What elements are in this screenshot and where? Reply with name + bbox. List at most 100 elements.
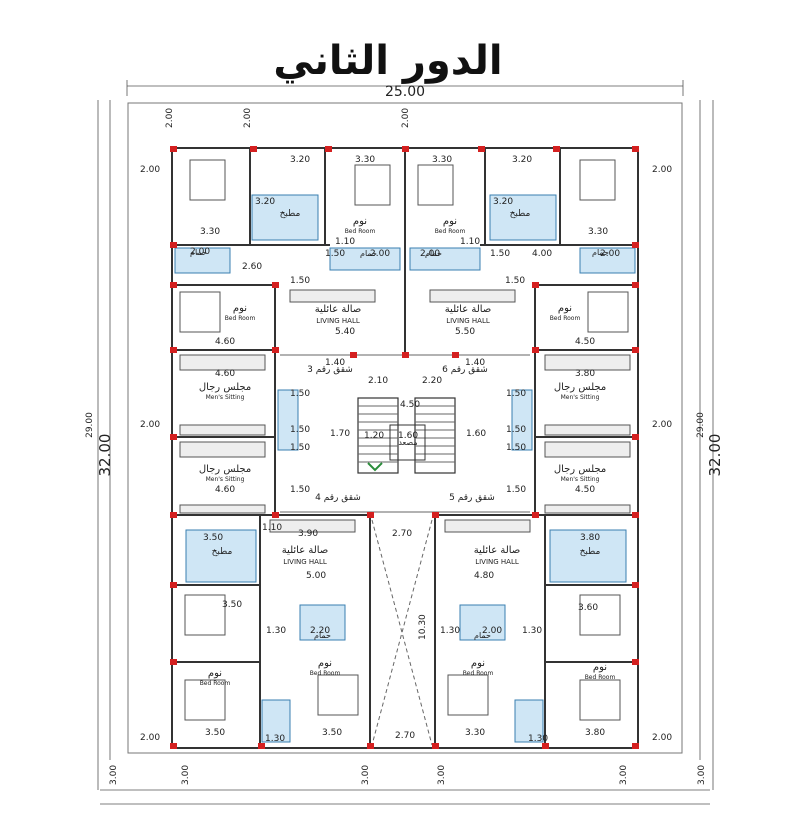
majlis-label: مجلس رجال [199, 382, 251, 393]
svg-text:1.10: 1.10 [460, 237, 480, 247]
svg-text:1.50: 1.50 [290, 485, 310, 495]
room-labels: نوم Bed Room نوم Bed Room نوم Bed Room ن… [190, 209, 615, 687]
svg-text:Men's Sitting: Men's Sitting [206, 394, 245, 401]
svg-text:1.10: 1.10 [335, 237, 355, 247]
plot-boundary [127, 102, 683, 754]
svg-text:Bed Room: Bed Room [585, 674, 616, 681]
svg-text:2.20: 2.20 [422, 376, 442, 386]
svg-text:1.30: 1.30 [440, 626, 460, 636]
svg-text:3.80: 3.80 [585, 728, 605, 738]
svg-text:2.00: 2.00 [600, 249, 620, 259]
svg-text:10.30: 10.30 [418, 614, 428, 640]
interior-dimensions: 3.20 3.20 3.30 3.30 3.20 3.20 3.30 3.30 … [190, 155, 620, 744]
bath-label: حمام [360, 249, 377, 258]
svg-text:2.00: 2.00 [652, 165, 672, 175]
svg-text:1.50: 1.50 [506, 485, 526, 495]
svg-text:3.20: 3.20 [255, 197, 275, 207]
svg-text:3.20: 3.20 [512, 155, 532, 165]
right-inner-dim: 29.00 [696, 412, 706, 438]
svg-text:Bed Room: Bed Room [463, 670, 494, 677]
svg-text:1.60: 1.60 [398, 431, 418, 441]
svg-text:4.60: 4.60 [215, 485, 235, 495]
svg-text:4.50: 4.50 [575, 485, 595, 495]
svg-text:2.60: 2.60 [242, 262, 262, 272]
columns [170, 146, 639, 749]
top-width-dim: 25.00 [385, 84, 425, 100]
svg-text:Bed Room: Bed Room [345, 228, 376, 235]
svg-text:5.40: 5.40 [335, 327, 355, 337]
kitchen-label: مطبخ [212, 547, 233, 557]
right-depth-dim: 32.00 [706, 434, 724, 477]
svg-text:Bed Room: Bed Room [200, 680, 231, 687]
svg-text:3.50: 3.50 [203, 533, 223, 543]
svg-text:Men's Sitting: Men's Sitting [561, 394, 600, 401]
bath-label: حمام [474, 631, 491, 640]
svg-text:4.50: 4.50 [400, 400, 420, 410]
svg-text:1.30: 1.30 [265, 734, 285, 744]
svg-text:LIVING HALL: LIVING HALL [316, 317, 360, 325]
svg-text:1.30: 1.30 [522, 626, 542, 636]
svg-text:1.50: 1.50 [290, 389, 310, 399]
beds [179, 159, 629, 721]
svg-text:2.70: 2.70 [395, 731, 415, 741]
svg-text:4.60: 4.60 [215, 369, 235, 379]
bath-label: حمام [190, 248, 207, 257]
svg-text:3.30: 3.30 [588, 227, 608, 237]
bedroom-label: نوم [353, 216, 367, 227]
majlis-label: مجلس رجال [554, 464, 606, 475]
apartment-label: شقق رقم 5 [449, 493, 495, 503]
svg-text:2.70: 2.70 [392, 529, 412, 539]
svg-text:1.30: 1.30 [266, 626, 286, 636]
bath-label: حمام [592, 248, 609, 257]
svg-text:2.00: 2.00 [401, 108, 411, 128]
living-hall-label: صالة عائلية [445, 304, 492, 315]
staircase [357, 397, 456, 474]
svg-text:2.00: 2.00 [140, 420, 160, 430]
kitchens [185, 194, 627, 583]
svg-text:2.00: 2.00 [140, 733, 160, 743]
bedroom-label: نوم [558, 303, 572, 314]
apartment-label: شقق رقم 4 [315, 493, 361, 503]
svg-text:3.90: 3.90 [298, 529, 318, 539]
left-depth-dim: 32.00 [96, 434, 114, 477]
bottom-dim-markers: 3.00 3.00 3.00 3.00 3.00 3.00 [109, 765, 707, 785]
svg-text:3.00: 3.00 [109, 765, 119, 785]
svg-text:3.30: 3.30 [355, 155, 375, 165]
living-hall-label: صالة عائلية [315, 304, 362, 315]
svg-text:2.00: 2.00 [482, 626, 502, 636]
svg-text:2.10: 2.10 [368, 376, 388, 386]
left-inner-dim: 29.00 [85, 412, 95, 438]
svg-text:LIVING HALL: LIVING HALL [475, 558, 519, 566]
svg-text:3.00: 3.00 [361, 765, 371, 785]
living-hall-label: صالة عائلية [474, 545, 521, 556]
apartment-label: شقق رقم 3 [307, 365, 353, 375]
svg-text:1.30: 1.30 [528, 734, 548, 744]
page-title: الدور الثاني [273, 38, 503, 84]
svg-text:1.40: 1.40 [325, 358, 345, 368]
kitchen-label: مطبخ [510, 209, 531, 219]
svg-text:1.50: 1.50 [490, 249, 510, 259]
svg-text:1.50: 1.50 [506, 389, 526, 399]
svg-text:4.60: 4.60 [215, 337, 235, 347]
outer-dimensions: 25.00 32.00 32.00 29.00 29.00 [85, 80, 724, 805]
bedroom-label: نوم [471, 658, 485, 669]
svg-text:3.00: 3.00 [619, 765, 629, 785]
svg-text:2.00: 2.00 [652, 733, 672, 743]
svg-text:2.20: 2.20 [310, 626, 330, 636]
svg-text:3.30: 3.30 [200, 227, 220, 237]
bedroom-label: نوم [593, 662, 607, 673]
svg-text:3.00: 3.00 [437, 765, 447, 785]
svg-text:3.50: 3.50 [205, 728, 225, 738]
svg-text:1.50: 1.50 [290, 276, 310, 286]
svg-text:1.50: 1.50 [290, 425, 310, 435]
svg-text:2.00: 2.00 [652, 420, 672, 430]
svg-text:LIVING HALL: LIVING HALL [283, 558, 327, 566]
bedroom-label: نوم [233, 303, 247, 314]
svg-text:3.00: 3.00 [181, 765, 191, 785]
apartment-label: شقق رقم 6 [442, 365, 488, 375]
svg-text:3.20: 3.20 [290, 155, 310, 165]
majlis-label: مجلس رجال [199, 464, 251, 475]
svg-text:1.50: 1.50 [506, 425, 526, 435]
light-shaft [371, 519, 433, 746]
